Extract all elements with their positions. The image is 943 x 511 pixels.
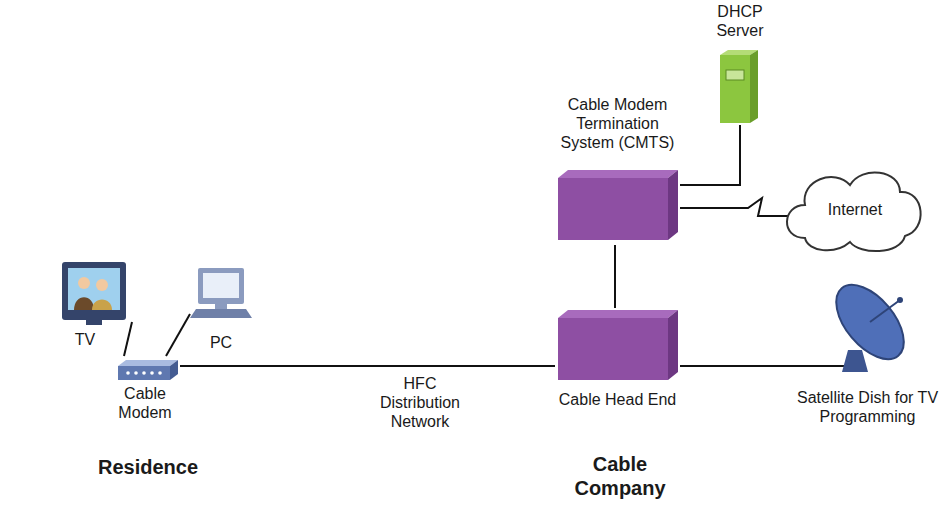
node-label: Cable Company — [570, 452, 670, 500]
node-label: Internet — [790, 200, 920, 219]
cable-modem: Cable Modem — [110, 356, 180, 428]
connector-line — [680, 198, 790, 216]
connector-line — [166, 314, 190, 356]
cmts-box: Cable Modem Termination System (CMTS) — [555, 95, 680, 245]
node-label: Cable Modem Termination System (CMTS) — [555, 95, 680, 152]
pc-icon: PC — [190, 265, 252, 355]
connector-line — [680, 365, 795, 367]
tv-icon: TV — [60, 260, 132, 352]
node-label: PC — [190, 333, 252, 352]
node-label: Satellite Dish for TV Programming — [795, 388, 940, 426]
connector-line — [124, 322, 132, 356]
connector-line — [614, 245, 616, 308]
edge-label: HFC Distribution Network — [370, 374, 470, 431]
node-label: DHCP Server — [700, 2, 780, 40]
dhcp-server: DHCP Server — [700, 0, 780, 125]
node-label: TV — [65, 330, 105, 349]
head-end-box: Cable Head End — [555, 308, 680, 411]
connector-line — [180, 365, 555, 367]
cable-company-building: Cable Company Cable Modem Termination Sys… — [500, 40, 780, 505]
node-label: Cable Head End — [555, 390, 680, 409]
residence-house-art — [0, 125, 365, 485]
node-label: Residence — [48, 455, 248, 479]
node-label: Cable Modem — [110, 384, 180, 422]
tv-icon-art — [60, 260, 132, 352]
internet-cloud: Internet — [790, 168, 920, 252]
residence-house: Residence TV PC Cable Modem — [0, 125, 365, 485]
satellite-dish: Satellite Dish for TV Programming — [795, 282, 940, 432]
connector-line — [680, 125, 740, 185]
